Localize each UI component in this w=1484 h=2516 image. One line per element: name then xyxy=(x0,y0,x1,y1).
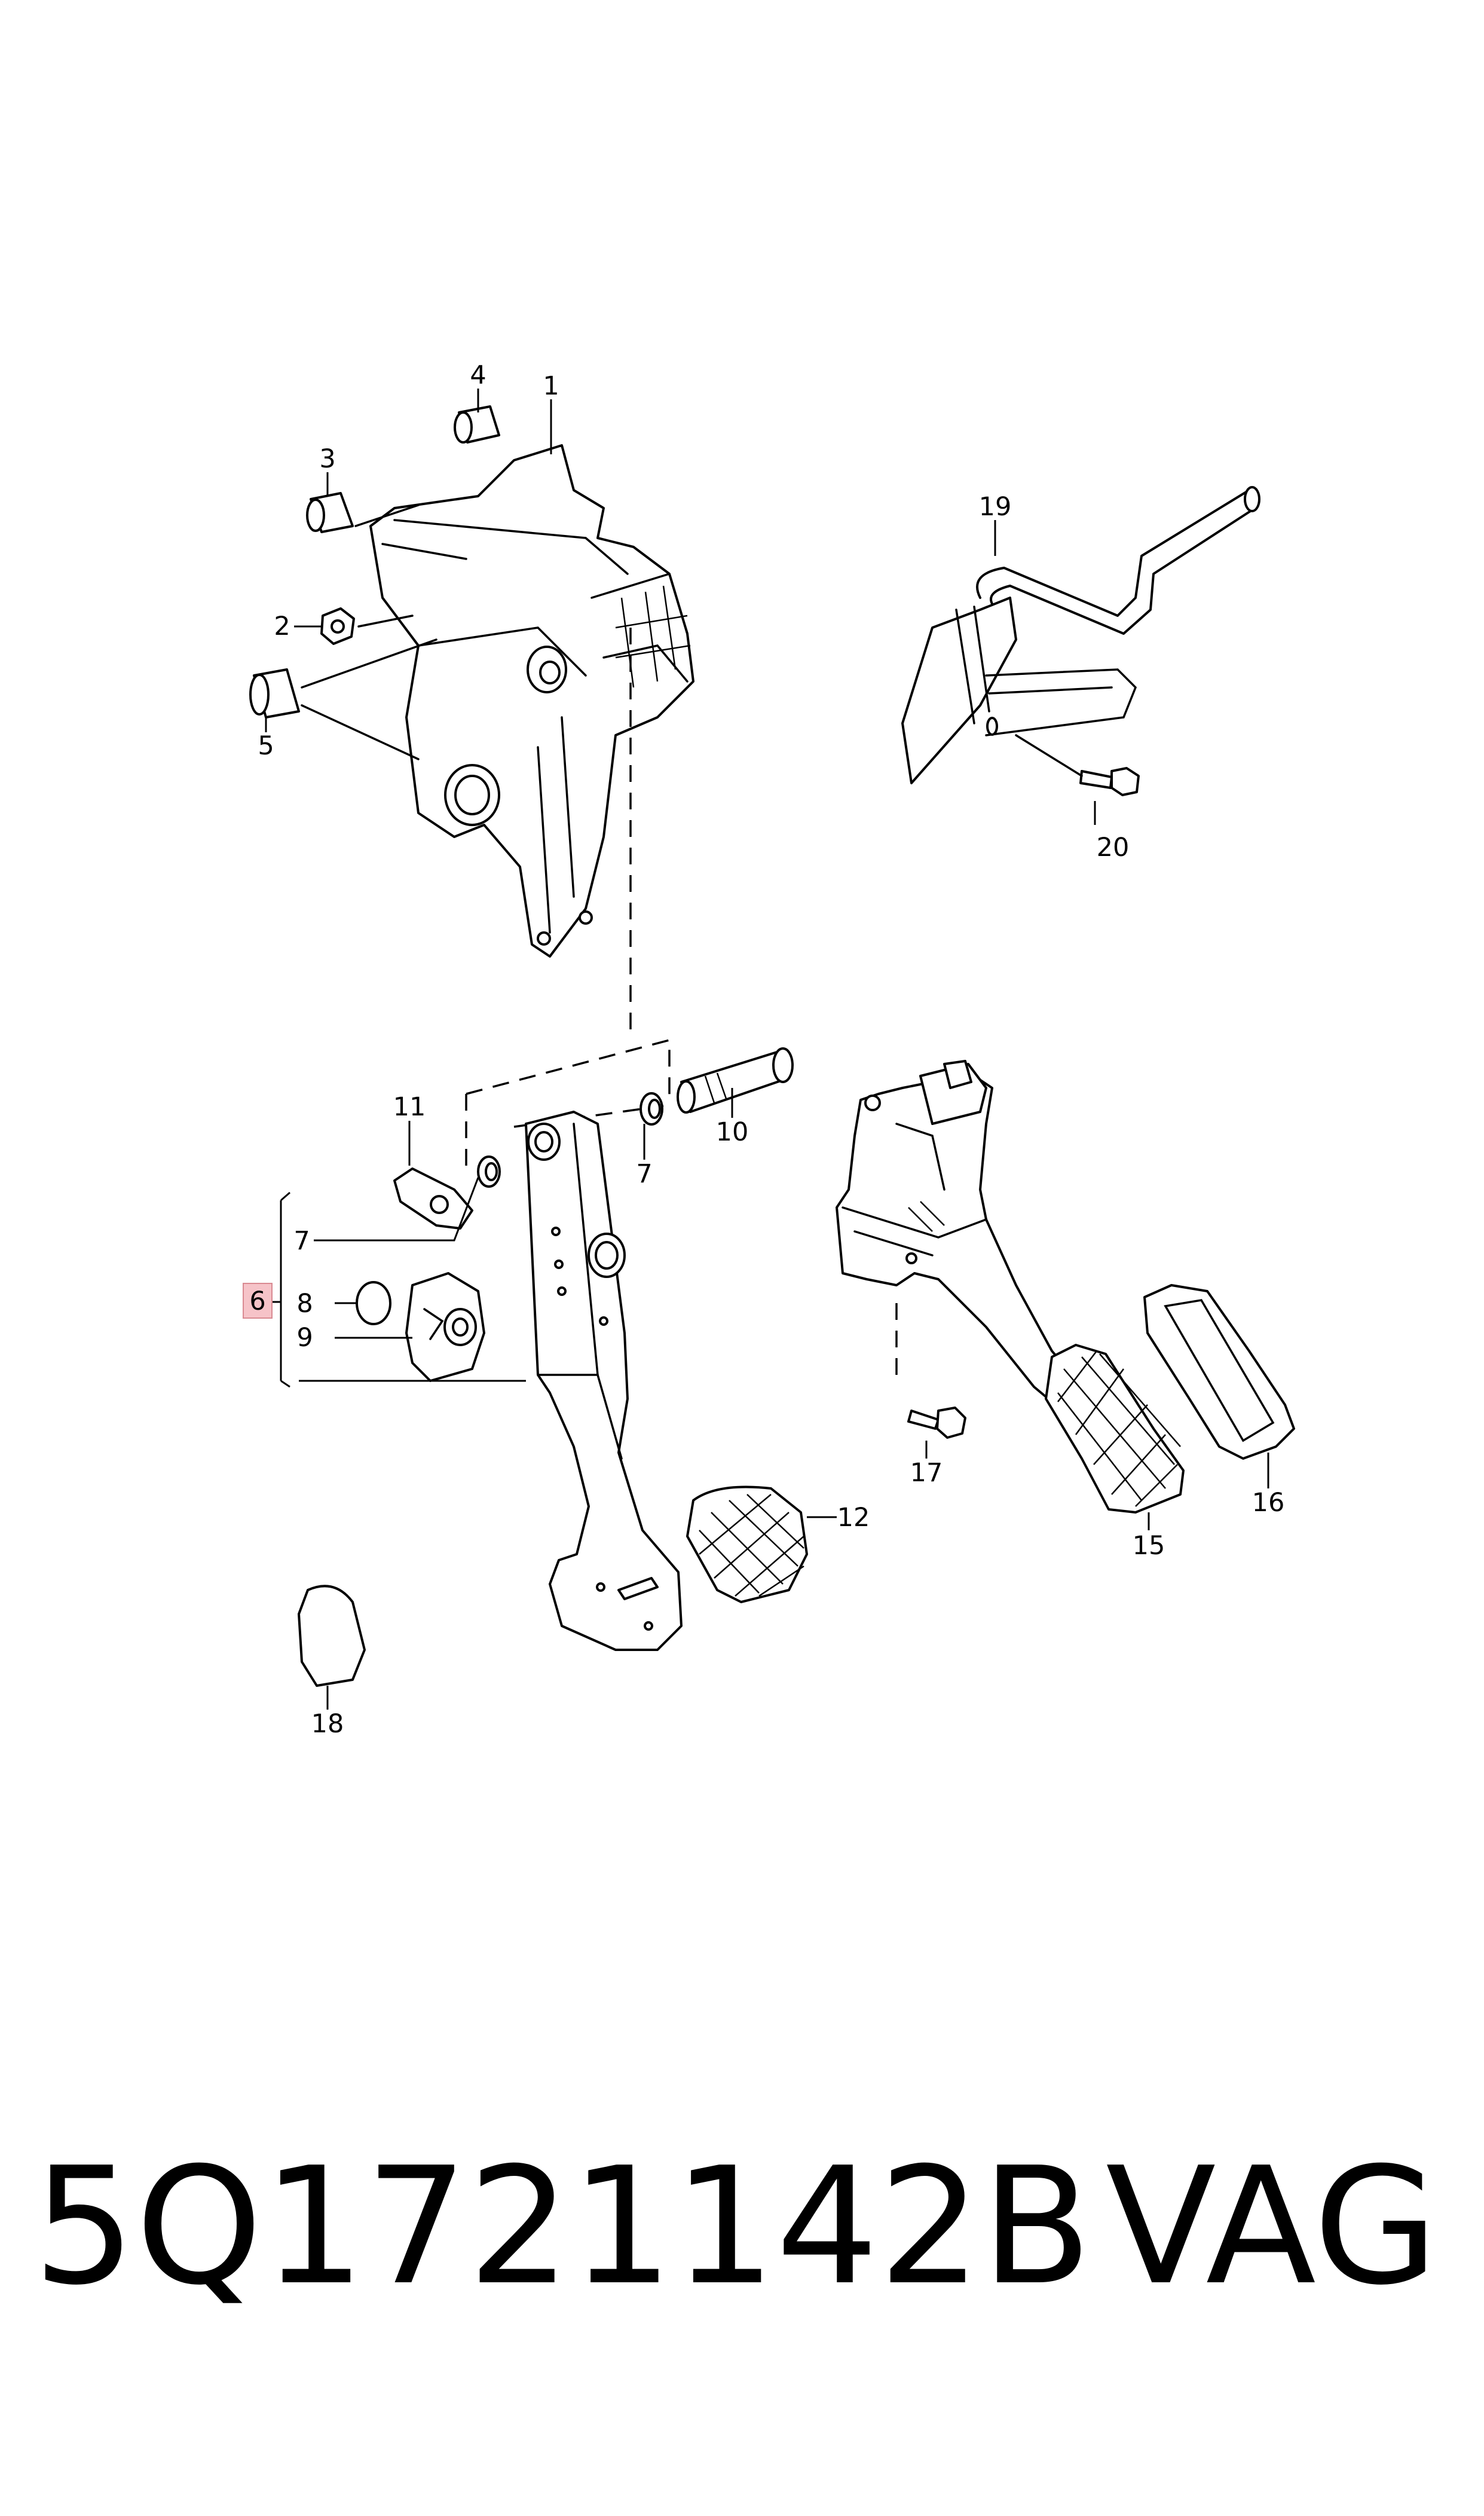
bolt-17 xyxy=(907,1407,966,1439)
spring-block-9 xyxy=(405,1272,485,1382)
callout-6-highlight xyxy=(243,1283,273,1319)
bushing-4 xyxy=(454,405,500,444)
nut-2 xyxy=(320,607,355,645)
callout-19: 19 xyxy=(979,492,1012,522)
callout-10: 10 xyxy=(716,1117,749,1147)
callout-5: 5 xyxy=(258,731,274,761)
washer-7-left xyxy=(477,1155,501,1188)
callout-11: 11 xyxy=(393,1092,426,1122)
part-number: 5Q1721142B xyxy=(33,2132,1093,2321)
bushing-3 xyxy=(306,492,354,533)
callout-2: 2 xyxy=(274,612,290,641)
callout-17: 17 xyxy=(910,1458,943,1488)
callout-6: 6 xyxy=(249,1286,265,1316)
callout-12: 12 xyxy=(837,1503,870,1533)
leader-lines xyxy=(265,389,1269,1710)
pedal-bracket xyxy=(369,444,694,958)
brand-name: VAG xyxy=(1106,2132,1439,2321)
clip-11 xyxy=(393,1167,473,1230)
cap-18 xyxy=(298,1585,366,1687)
callout-1: 1 xyxy=(543,371,559,401)
callout-9: 9 xyxy=(296,1323,313,1353)
callout-15: 15 xyxy=(1133,1531,1165,1561)
callout-3: 3 xyxy=(319,444,335,474)
bushing-5 xyxy=(249,668,300,719)
shaft-10 xyxy=(677,1047,794,1114)
pedal-pad-12 xyxy=(686,1485,808,1603)
callout-7-right: 7 xyxy=(636,1159,652,1189)
washer-7-right xyxy=(640,1092,663,1126)
callout-20: 20 xyxy=(1097,833,1130,863)
pedal-pad-16 xyxy=(1143,1284,1295,1460)
callout-16: 16 xyxy=(1252,1488,1285,1518)
bolt-20 xyxy=(1015,734,1140,796)
pedal-pad-15 xyxy=(1045,1344,1185,1514)
callout-4: 4 xyxy=(470,360,486,390)
callout-8: 8 xyxy=(296,1289,313,1319)
callout-7-left: 7 xyxy=(293,1226,310,1256)
callout-18: 18 xyxy=(311,1709,344,1739)
pedal-arm xyxy=(525,1111,683,1651)
ring-8 xyxy=(356,1281,391,1325)
brace-19 xyxy=(901,486,1260,784)
